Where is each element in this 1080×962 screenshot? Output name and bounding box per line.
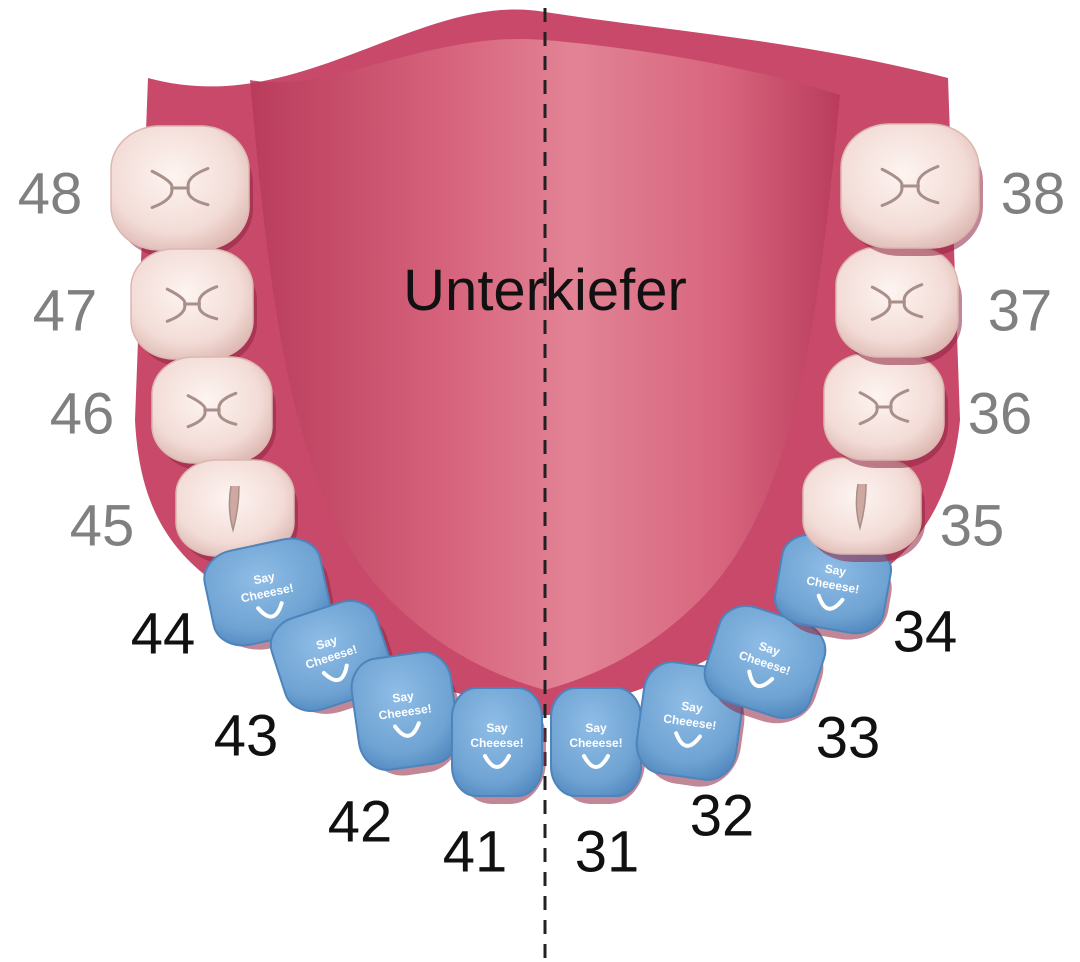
tooth-48 <box>110 125 253 258</box>
badge-line-1: Say <box>680 699 703 716</box>
tooth-number-label-44: 44 <box>131 601 196 666</box>
tooth-36 <box>823 353 948 468</box>
badge-line-1: Say <box>757 639 782 659</box>
smile-icon <box>483 754 511 769</box>
badge-line-1: Say <box>486 721 508 735</box>
tooth-crown <box>703 605 827 719</box>
tooth-number-label-34: 34 <box>893 599 958 664</box>
tooth-number-label-41: 41 <box>443 819 508 884</box>
tooth-38 <box>840 123 983 256</box>
badge-line-2: Cheeese! <box>569 736 622 750</box>
tooth-number-label-42: 42 <box>328 789 393 854</box>
tooth-37 <box>835 246 962 365</box>
tooth-45 <box>175 459 298 564</box>
molar-fissure <box>870 283 924 321</box>
smile-icon <box>256 601 284 619</box>
tooth-number-label-45: 45 <box>70 493 135 558</box>
teeth-group: SayCheeese!SayCheeese!SayCheeese!SayChee… <box>110 123 983 804</box>
badge-line-1: Say <box>585 721 607 735</box>
molar-fissure <box>186 391 238 429</box>
badge-line-1: Say <box>824 561 848 579</box>
jaw-title: Unterkiefer <box>403 258 687 323</box>
smile-icon <box>582 754 610 769</box>
tooth-number-label-48: 48 <box>18 161 83 226</box>
tooth-number-label-47: 47 <box>33 278 98 343</box>
molar-fissure <box>880 164 940 208</box>
badge-line-1: Say <box>392 689 415 706</box>
badge-line-1: Say <box>314 633 339 653</box>
tooth-number-label-35: 35 <box>940 493 1005 558</box>
tooth-number-label-46: 46 <box>50 381 115 446</box>
tooth-number-label-38: 38 <box>1001 161 1066 226</box>
molar-fissure <box>165 285 219 323</box>
tooth-number-label-36: 36 <box>968 381 1033 446</box>
smile-icon <box>674 731 702 748</box>
badge-line-1: Say <box>252 569 276 587</box>
premolar-groove <box>855 483 867 531</box>
molar-fissure <box>858 388 910 426</box>
gum-inner <box>250 38 840 690</box>
smile-icon <box>816 593 845 611</box>
tooth-47 <box>130 248 257 367</box>
smile-icon <box>393 721 421 738</box>
tooth-46 <box>151 356 276 471</box>
badge-line-2: Cheeese! <box>470 736 523 750</box>
tooth-number-label-37: 37 <box>988 278 1053 343</box>
molar-fissure <box>150 166 210 210</box>
smile-icon <box>321 663 349 683</box>
tooth-number-label-43: 43 <box>214 703 279 768</box>
tooth-number-label-31: 31 <box>575 819 640 884</box>
tooth-number-label-33: 33 <box>816 705 881 770</box>
premolar-groove <box>228 485 240 533</box>
smile-icon <box>747 669 775 689</box>
tooth-number-label-32: 32 <box>690 783 755 848</box>
tooth-crown <box>451 687 543 797</box>
tooth-35 <box>802 457 925 562</box>
